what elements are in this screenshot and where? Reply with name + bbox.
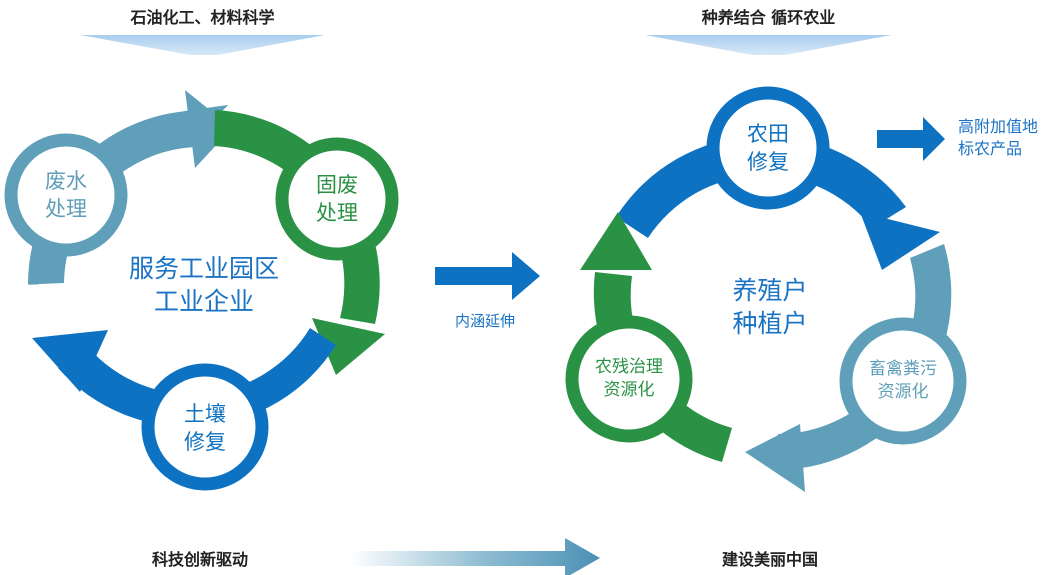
node-manure-label: 畜禽粪污 资源化	[848, 358, 958, 404]
node-soil-circle	[141, 363, 269, 491]
right-center-line1: 养殖户	[732, 276, 808, 305]
right-arc-blue-body	[616, 135, 906, 238]
top-left-funnel	[80, 35, 325, 55]
node-wastewater-circle	[4, 133, 128, 257]
left-arrowhead-teal	[185, 90, 232, 168]
node-solid-waste-label: 固废 处理	[287, 171, 387, 227]
right-center-line2: 种植户	[732, 309, 808, 338]
left-arrowhead-blue	[32, 330, 108, 392]
left-center-line2: 工业企业	[153, 287, 254, 316]
node-farmland-line2: 修复	[747, 150, 789, 174]
right-arrowhead-green	[580, 212, 652, 270]
node-wastewater-line1: 废水	[45, 169, 87, 193]
top-right-heading: 种养结合 循环农业	[701, 8, 836, 27]
right-arrowhead-teal	[745, 424, 805, 492]
right-arrowhead-blue	[860, 212, 940, 270]
node-manure-line1: 畜禽粪污	[869, 359, 937, 379]
node-farmland-line1: 农田	[747, 122, 789, 146]
node-solid-waste-line2: 处理	[316, 201, 358, 225]
right-center-label: 养殖户 种植户	[660, 274, 880, 340]
node-solid-waste-circle	[275, 137, 399, 261]
node-wastewater-label: 废水 处理	[16, 167, 116, 223]
node-manure-line2: 资源化	[877, 382, 929, 402]
node-manure-circle	[839, 317, 967, 445]
bottom-gradient-arrow	[350, 538, 600, 575]
top-right-funnel	[645, 35, 892, 55]
middle-arrow-label: 内涵延伸	[454, 312, 515, 330]
node-soil-label: 土壤 修复	[155, 400, 255, 456]
bottom-right-label: 建设美丽中国	[721, 550, 818, 569]
node-farmland-circle	[706, 86, 830, 210]
left-center-line1: 服务工业园区	[128, 254, 279, 283]
node-solid-waste-line1: 固废	[316, 173, 358, 197]
node-soil-line2: 修复	[184, 430, 226, 454]
middle-arrow	[435, 252, 540, 300]
output-label: 高附加值地 标农产品	[958, 116, 1046, 160]
output-label-line2: 标农产品	[958, 139, 1023, 158]
left-arc-blue-body	[58, 328, 336, 427]
node-residue-circle	[565, 315, 693, 443]
left-center-label: 服务工业园区 工业企业	[94, 252, 314, 318]
node-soil-line1: 土壤	[184, 402, 226, 426]
top-left-heading: 石油化工、材料科学	[130, 8, 275, 27]
output-arrow	[877, 117, 945, 161]
node-residue-line1: 农残治理	[595, 357, 663, 377]
node-residue-line2: 资源化	[603, 380, 655, 400]
node-residue-label: 农残治理 资源化	[574, 356, 684, 402]
left-arrowhead-green	[312, 318, 385, 375]
left-cycle	[4, 90, 399, 491]
node-farmland-label: 农田 修复	[718, 120, 818, 176]
node-wastewater-line2: 处理	[45, 197, 87, 221]
output-label-line1: 高附加值地	[958, 117, 1039, 136]
right-cycle	[565, 86, 967, 492]
bottom-left-label: 科技创新驱动	[151, 550, 248, 569]
